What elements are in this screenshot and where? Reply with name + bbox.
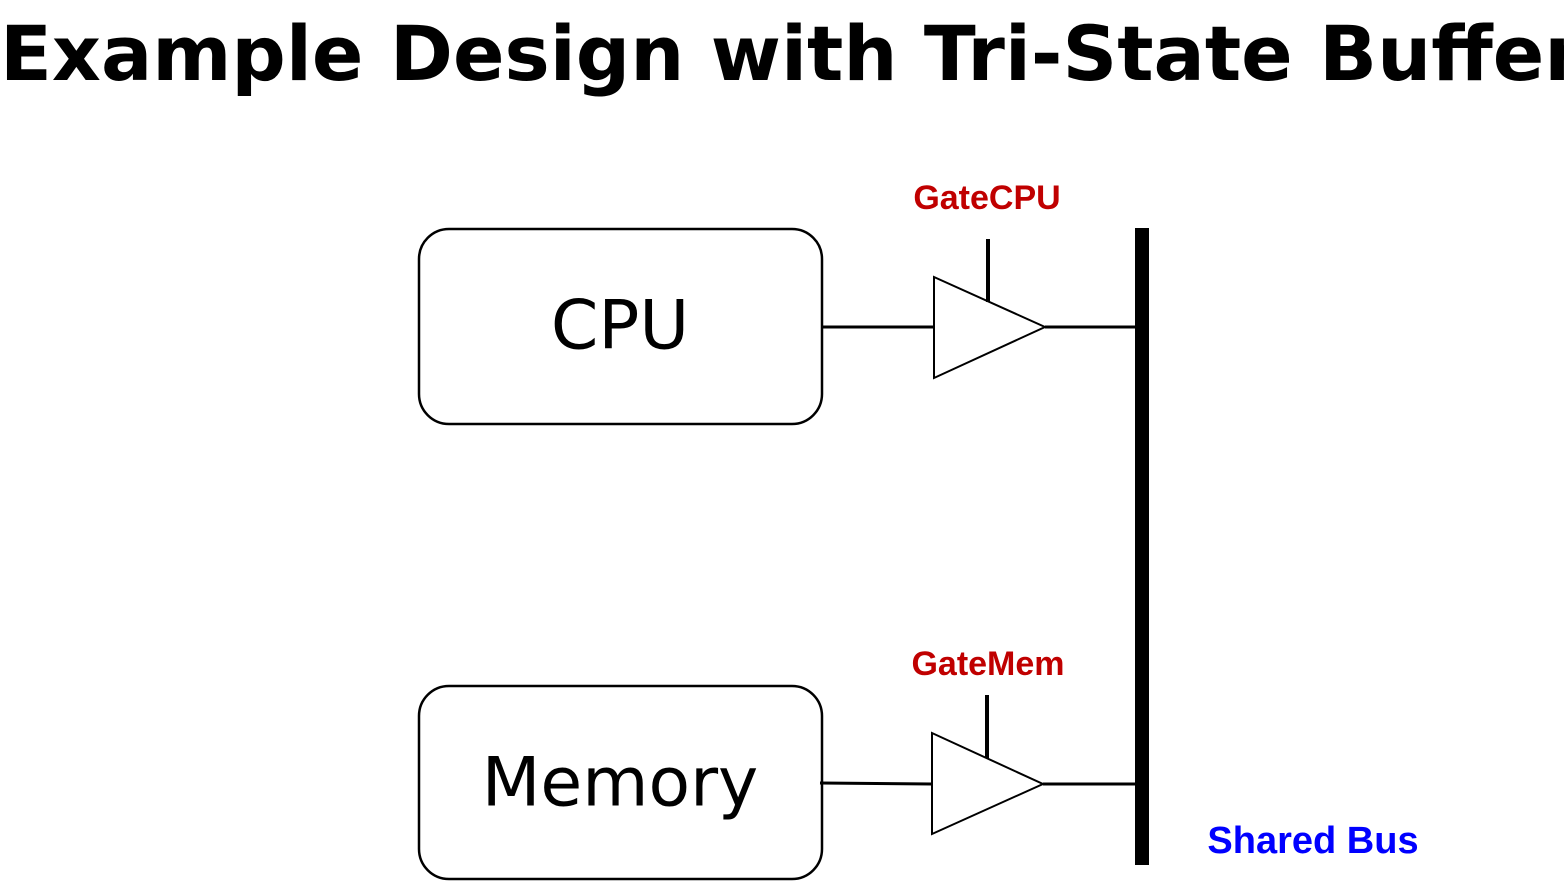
slide-title: Example Design with Tri-State Buffers <box>0 9 1564 98</box>
gate-cpu-label: GateCPU <box>913 179 1060 217</box>
cpu-block-label: CPU <box>551 287 689 366</box>
memory-tristate-buffer <box>931 731 1046 836</box>
cpu-block: CPU <box>417 227 824 426</box>
shared-bus <box>1135 228 1149 865</box>
memory-block: Memory <box>417 684 824 881</box>
memory-block-label: Memory <box>482 744 759 823</box>
shared-bus-label: Shared Bus <box>1207 820 1418 862</box>
memory-output-wire <box>819 781 933 786</box>
gate-mem-label: GateMem <box>911 645 1064 683</box>
